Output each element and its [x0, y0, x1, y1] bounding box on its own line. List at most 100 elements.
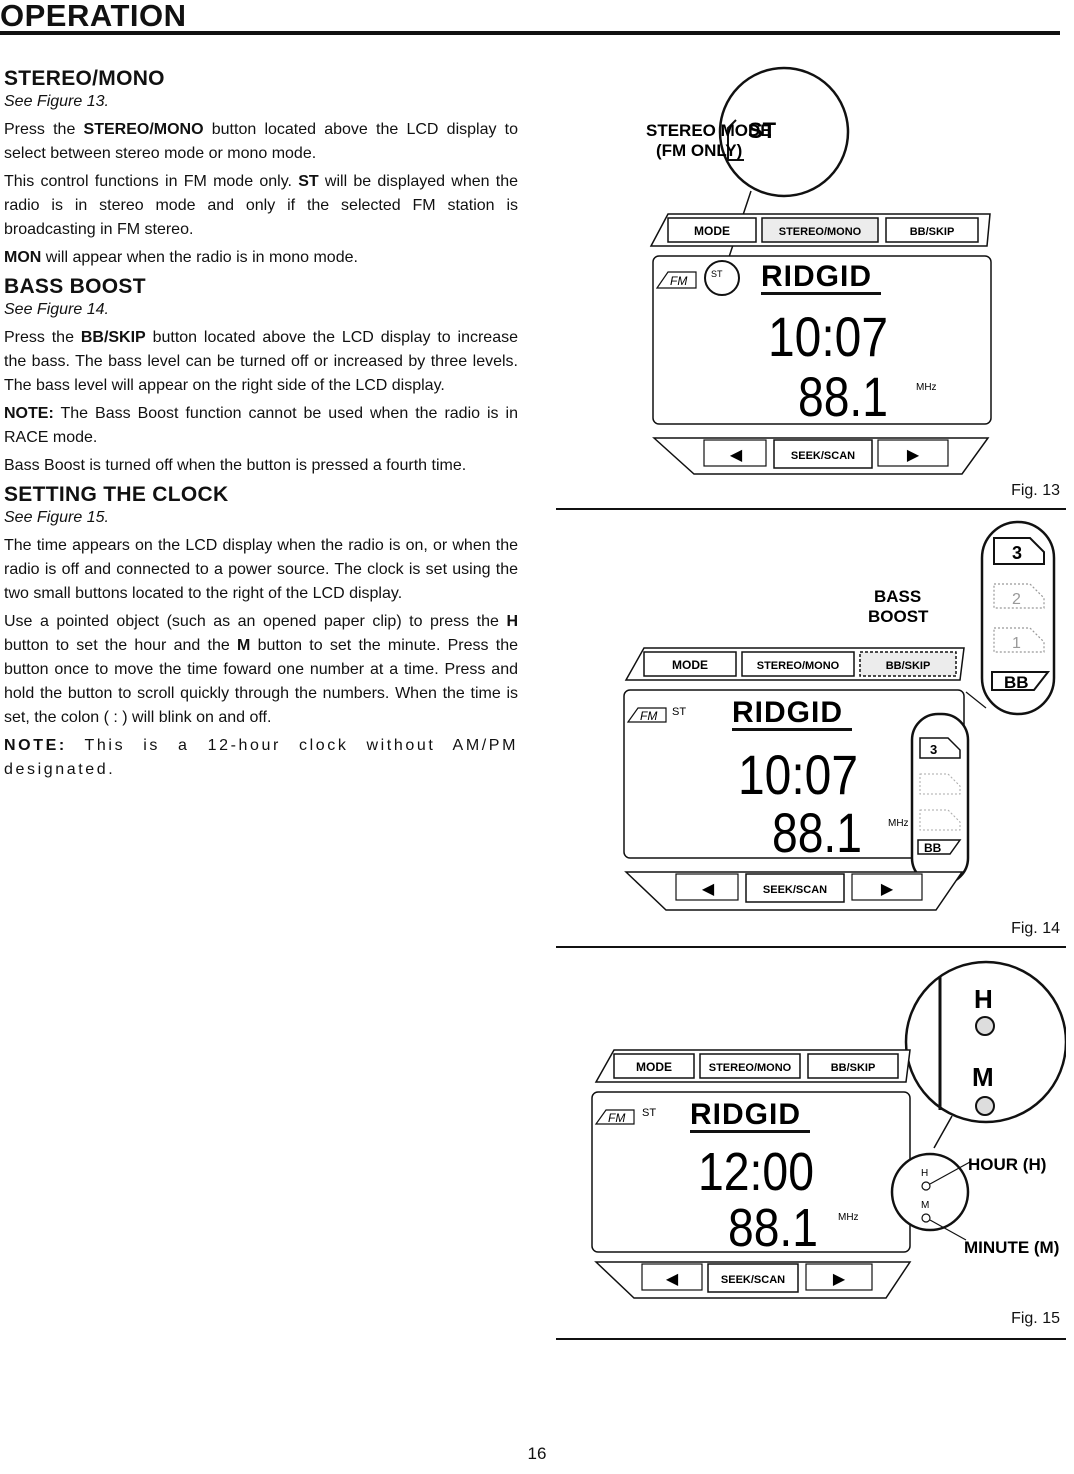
bb-skip-button[interactable]: BB/SKIP — [910, 226, 955, 238]
bass-paragraph-2: Bass Boost is turned off when the button… — [4, 457, 467, 474]
stereo-mono-button[interactable]: STEREO/MONO — [779, 226, 862, 238]
fm-indicator: FM — [640, 709, 657, 723]
figure-13-rule — [556, 508, 1066, 510]
mode-button[interactable]: MODE — [694, 224, 730, 238]
frequency-readout: 88.1 — [772, 801, 862, 864]
time-readout: 12:00 — [698, 1142, 814, 1202]
frequency-readout: 88.1 — [728, 1198, 818, 1258]
figure-15-drawing: H M MODE STEREO/MONO BB/SKIP FM ST RIDGI… — [591, 960, 1066, 1299]
bass-level-3: 3 — [1012, 543, 1022, 563]
st-indicator: ST — [711, 269, 723, 279]
stereo-paragraph-2: This control functions in FM mode only. … — [4, 173, 518, 238]
callout-fm-only: (FM ONLY) — [656, 141, 742, 160]
zoom-m-label: M — [972, 1062, 994, 1092]
clock-note: NOTE: This is a 12-hour clock without AM… — [4, 737, 518, 778]
title-rule — [0, 31, 1060, 35]
clock-paragraph-2: Use a pointed object (such as an opened … — [4, 613, 519, 726]
heading-setting-clock: SETTING THE CLOCK — [4, 483, 229, 506]
seek-scan-button[interactable]: SEEK/SCAN — [721, 1274, 785, 1286]
time-readout: 10:07 — [768, 305, 888, 368]
bb-skip-button[interactable]: BB/SKIP — [886, 660, 931, 672]
bb-skip-button[interactable]: BB/SKIP — [831, 1062, 876, 1074]
page-title: OPERATION — [0, 0, 187, 33]
brand-logo: RIDGID — [732, 696, 843, 729]
bottom-button-strip: ◀ SEEK/SCAN ▶ — [594, 1261, 912, 1299]
callout-bass: BASS — [874, 587, 921, 606]
bass-level-2: 2 — [1012, 591, 1021, 608]
see-figure-15: See Figure 15. — [4, 509, 109, 526]
stereo-paragraph-1: Press the STEREO/MONO button located abo… — [4, 121, 519, 162]
callout-hour: HOUR (H) — [968, 1155, 1046, 1174]
clock-paragraph-1: The time appears on the LCD display when… — [4, 537, 518, 602]
time-readout: 10:07 — [738, 743, 858, 806]
left-arrow-button[interactable]: ◀ — [702, 881, 715, 898]
minute-button[interactable] — [921, 1213, 931, 1223]
hour-button-zoom[interactable] — [975, 1016, 995, 1036]
brand-logo: RIDGID — [690, 1098, 801, 1131]
st-highlight-circle — [704, 260, 740, 296]
text-column: STEREO/MONO See Figure 13. Press the STE… — [4, 66, 518, 786]
lcd-display — [652, 255, 992, 425]
brand-logo: RIDGID — [761, 260, 872, 293]
small-m-label: M — [921, 1200, 929, 1211]
zoom-h-label: H — [974, 984, 993, 1014]
figure-13-drawing: ST STEREO MODE (FM ONLY) MODE STEREO/MON… — [646, 66, 992, 475]
bottom-button-strip: ◀ SEEK/SCAN ▶ — [652, 437, 990, 475]
callout-boost: BOOST — [868, 607, 929, 626]
heading-bass-boost: BASS BOOST — [4, 275, 146, 298]
zoom-circle — [718, 66, 850, 198]
figure-15-rule — [556, 1338, 1066, 1340]
see-figure-13: See Figure 13. — [4, 93, 109, 110]
st-indicator: ST — [642, 1107, 656, 1119]
stereo-paragraph-3: MON will appear when the radio is in mon… — [4, 249, 358, 266]
right-arrow-button[interactable]: ▶ — [833, 1271, 846, 1288]
top-button-strip: MODE STEREO/MONO BB/SKIP — [624, 647, 965, 681]
minute-button-zoom[interactable] — [975, 1096, 995, 1116]
bass-zoom-capsule — [980, 520, 1056, 716]
fm-indicator: FM — [670, 274, 687, 288]
figure-15: H M MODE STEREO/MONO BB/SKIP FM ST RIDGI… — [556, 952, 1066, 1346]
lcd-bass-levels: 3 BB — [917, 737, 962, 855]
zoom-bracket — [727, 119, 744, 161]
bass-paragraph-1: Press the BB/SKIP button located above t… — [4, 329, 519, 394]
bottom-button-strip: ◀ SEEK/SCAN ▶ — [624, 871, 964, 911]
bass-level-bb: BB — [1004, 673, 1029, 692]
left-arrow-button[interactable]: ◀ — [730, 447, 743, 464]
figure-14-rule — [556, 946, 1066, 948]
small-h-label: H — [921, 1168, 928, 1179]
zoom-st-label: ST — [748, 118, 777, 143]
stereo-mono-button[interactable]: STEREO/MONO — [709, 1062, 792, 1074]
hm-zoom-circle — [904, 960, 1066, 1124]
heading-stereo-mono: STEREO/MONO — [4, 67, 165, 90]
callout-stereo-mode: STEREO MODE — [646, 121, 772, 140]
lcd-bass-level-3: 3 — [930, 742, 937, 757]
fm-indicator: FM — [608, 1111, 625, 1125]
stereo-mono-button[interactable]: STEREO/MONO — [757, 660, 840, 672]
top-button-strip: MODE STEREO/MONO BB/SKIP — [649, 213, 991, 247]
figure-14-drawing: 3 2 1 BB BASS BOOST MODE STEREO/MONO BB/… — [623, 520, 1056, 911]
seek-scan-button[interactable]: SEEK/SCAN — [763, 884, 827, 896]
top-button-strip: MODE STEREO/MONO BB/SKIP — [594, 1049, 911, 1083]
bass-note: NOTE: The Bass Boost function cannot be … — [4, 405, 518, 446]
mode-button[interactable]: MODE — [672, 658, 708, 672]
mode-button[interactable]: MODE — [636, 1060, 672, 1074]
mhz-label: MHz — [888, 818, 909, 829]
left-arrow-button[interactable]: ◀ — [666, 1271, 679, 1288]
seek-scan-button[interactable]: SEEK/SCAN — [791, 450, 855, 462]
figure-14-caption: Fig. 14 — [1011, 920, 1060, 937]
figure-13: ST STEREO MODE (FM ONLY) MODE STEREO/MON… — [556, 60, 1066, 510]
bass-level-1: 1 — [1012, 635, 1021, 652]
hour-button[interactable] — [921, 1181, 931, 1191]
mhz-label: MHz — [916, 382, 937, 393]
st-indicator: ST — [672, 706, 686, 718]
figure-14: 3 2 1 BB BASS BOOST MODE STEREO/MONO BB/… — [556, 512, 1066, 950]
figure-13-caption: Fig. 13 — [1011, 482, 1060, 499]
bass-zoom-levels: 3 2 1 BB — [991, 537, 1051, 692]
callout-minute: MINUTE (M) — [964, 1238, 1059, 1257]
page-number: 16 — [527, 1444, 547, 1463]
mhz-label: MHz — [838, 1212, 859, 1223]
right-arrow-button[interactable]: ▶ — [881, 881, 894, 898]
right-arrow-button[interactable]: ▶ — [907, 447, 920, 464]
figure-15-caption: Fig. 15 — [1011, 1310, 1060, 1327]
see-figure-14: See Figure 14. — [4, 301, 109, 318]
